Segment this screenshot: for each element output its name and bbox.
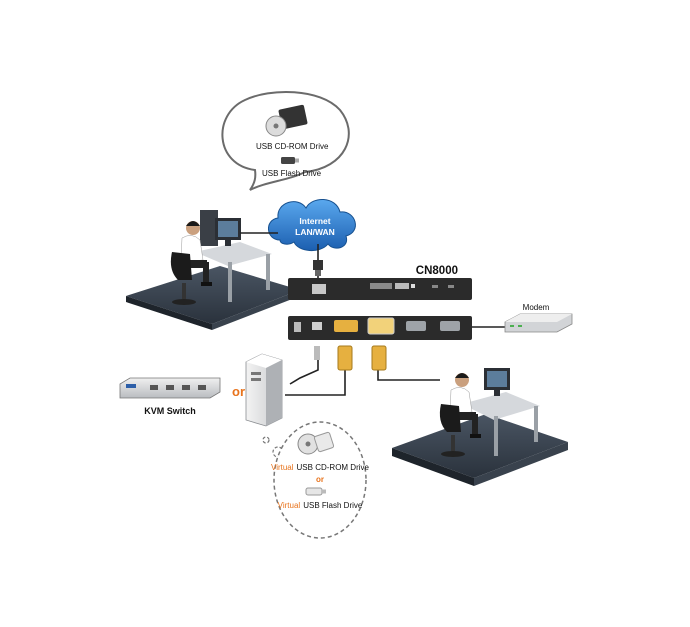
top-flash-label: USB Flash Drive [262, 169, 322, 178]
left-floor [126, 266, 300, 324]
right-desk [462, 392, 540, 420]
top-thought-bubble: USB CD-ROM Drive USB Flash Drive [221, 91, 350, 191]
vga-to-console-line [377, 370, 440, 381]
right-chair [439, 404, 465, 457]
cdrom-icon [265, 104, 308, 137]
left-pc-tower [200, 210, 218, 246]
internet-cloud: Internet LAN/WAN [268, 199, 356, 251]
lan-plug-icon [313, 260, 323, 276]
modem-label: Modem [523, 303, 550, 312]
left-chair [170, 252, 196, 305]
right-person [449, 373, 481, 438]
cloud-line-2: LAN/WAN [295, 227, 335, 237]
serial-port-2 [440, 321, 460, 331]
kvm-switch: KVM Switch [119, 377, 221, 416]
virtual-cdrom-icon [297, 431, 335, 455]
cn8000-device: CN8000 [288, 265, 472, 340]
flash-drive-icon [281, 157, 299, 164]
vga-connector-icons [314, 345, 387, 371]
virtual-or-label: or [316, 475, 324, 484]
or-label: or [232, 384, 245, 399]
virtual-flash-prefix: Virtual [278, 501, 301, 510]
right-workstation [392, 368, 568, 486]
lan-port [312, 284, 326, 294]
left-desk [195, 242, 272, 266]
left-workstation [126, 210, 300, 330]
virtual-cdrom-prefix: Virtual [271, 463, 294, 472]
vga-port-1 [334, 320, 358, 332]
kvm-label: KVM Switch [144, 406, 196, 416]
top-cdrom-label: USB CD-ROM Drive [256, 142, 329, 151]
virtual-cdrom-label: USB CD-ROM Drive [297, 463, 370, 472]
serial-port-1 [406, 321, 426, 331]
usb-plug-icon [314, 346, 320, 360]
right-floor [392, 414, 568, 478]
device-name: CN8000 [416, 265, 458, 277]
virtual-flash-label: USB Flash Drive [303, 501, 363, 510]
vga-port-2 [367, 317, 395, 335]
usb-cable-line [289, 350, 319, 385]
vga-to-tower-line [285, 370, 346, 396]
server-tower [245, 353, 283, 427]
virtual-flash-icon [305, 487, 326, 496]
power-port [294, 322, 301, 332]
modem: Modem [504, 303, 573, 333]
usb-port [312, 322, 322, 330]
cloud-line-1: Internet [299, 216, 330, 226]
